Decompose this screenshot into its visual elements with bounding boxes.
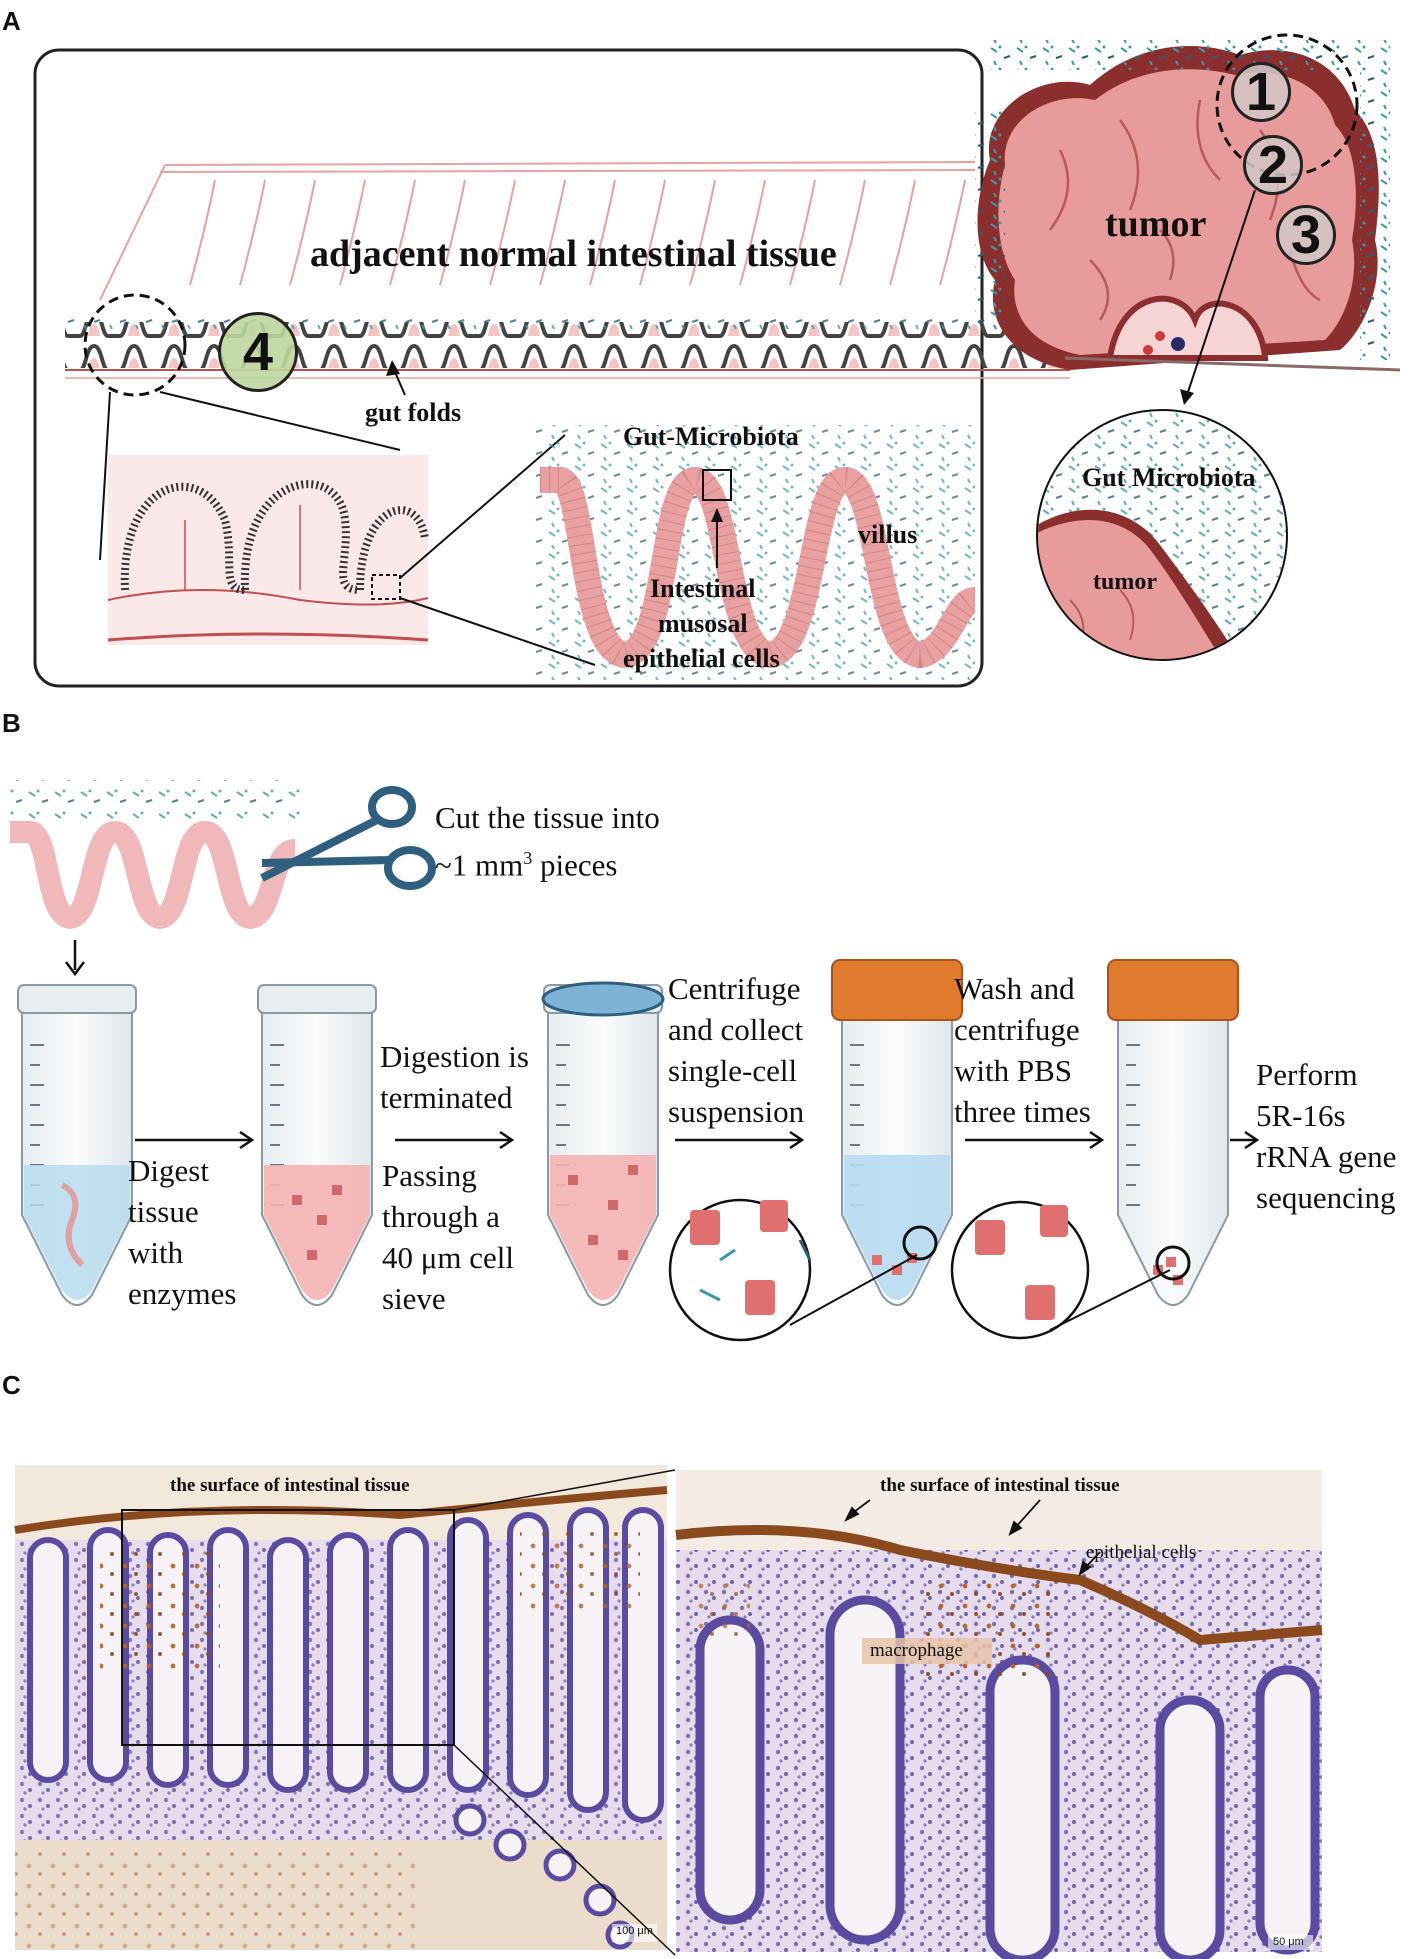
left-micrograph — [14, 1465, 668, 1950]
centrifuge-step-text: Centrifuge and collect single-cell suspe… — [668, 971, 805, 1129]
cut-exponent: 3 — [523, 848, 533, 868]
site-3-marker: 3 — [1276, 205, 1336, 265]
sequencing-step-text: Perform 5R-16s rRNA gene sequencing — [1256, 1057, 1397, 1215]
site-4-marker: 4 — [218, 312, 298, 392]
macrophage-label: macrophage — [870, 1640, 963, 1661]
zoom-tumor-label: tumor — [1093, 569, 1157, 595]
panel-label-a: A — [2, 6, 21, 36]
epithelial-label-line3: epithelial cells — [623, 644, 780, 673]
zoom-microbiota-label: Gut Microbiota — [1082, 463, 1256, 492]
villus-inset — [535, 425, 978, 680]
villus-label: villus — [858, 520, 918, 549]
terminated-step-text: Digestion is terminated — [380, 1039, 529, 1115]
cut-step-line1: Cut the tissue into — [435, 800, 660, 835]
epithelial-cells-label: epithelial cells — [1086, 1542, 1197, 1563]
tissue-title: adjacent normal intestinal tissue — [310, 233, 837, 275]
tumor-zoom-circle — [1036, 409, 1288, 661]
cell-suspension-zoom — [668, 1198, 918, 1342]
scale-bar-right: 50 μm — [1273, 1936, 1304, 1948]
scale-bar-left: 100 μm — [616, 1925, 653, 1937]
epithelial-label-line2: musosal — [658, 609, 748, 638]
cut-step-line2: ~1 mm3 pieces — [435, 838, 660, 885]
tumor-label: tumor — [1105, 203, 1207, 245]
passing-step-text: Passing through a 40 μm cell sieve — [382, 1158, 514, 1316]
site-1-marker: 1 — [1231, 62, 1291, 122]
right-surface-label: the surface of intestinal tissue — [880, 1475, 1120, 1496]
cut-size: ~1 mm — [435, 847, 524, 883]
epithelial-label-line1: Intestinal — [650, 574, 756, 603]
washed-cell-zoom — [950, 1200, 1171, 1340]
crypt-inset — [107, 455, 429, 645]
left-surface-label: the surface of intestinal tissue — [170, 1475, 410, 1496]
gut-microbiota-label: Gut-Microbiota — [623, 422, 799, 451]
cut-step-text: Cut the tissue into ~1 mm3 pieces — [435, 798, 660, 885]
site-2-marker: 2 — [1243, 135, 1303, 195]
cut-pieces: pieces — [532, 847, 618, 883]
panel-a-illustration — [33, 33, 1401, 688]
scissors-icon — [260, 786, 436, 890]
digest-step-text: Digest tissue with enzymes — [128, 1153, 237, 1311]
wash-step-text: Wash and centrifuge with PBS three times — [954, 971, 1091, 1129]
panel-b-illustration — [10, 780, 1260, 1342]
panel-c-micrographs — [14, 1465, 1323, 1959]
panel-label-c: C — [2, 1370, 21, 1400]
gut-folds-label: gut folds — [365, 398, 462, 427]
right-micrograph — [675, 1470, 1323, 1959]
panel-label-b: B — [2, 708, 21, 738]
